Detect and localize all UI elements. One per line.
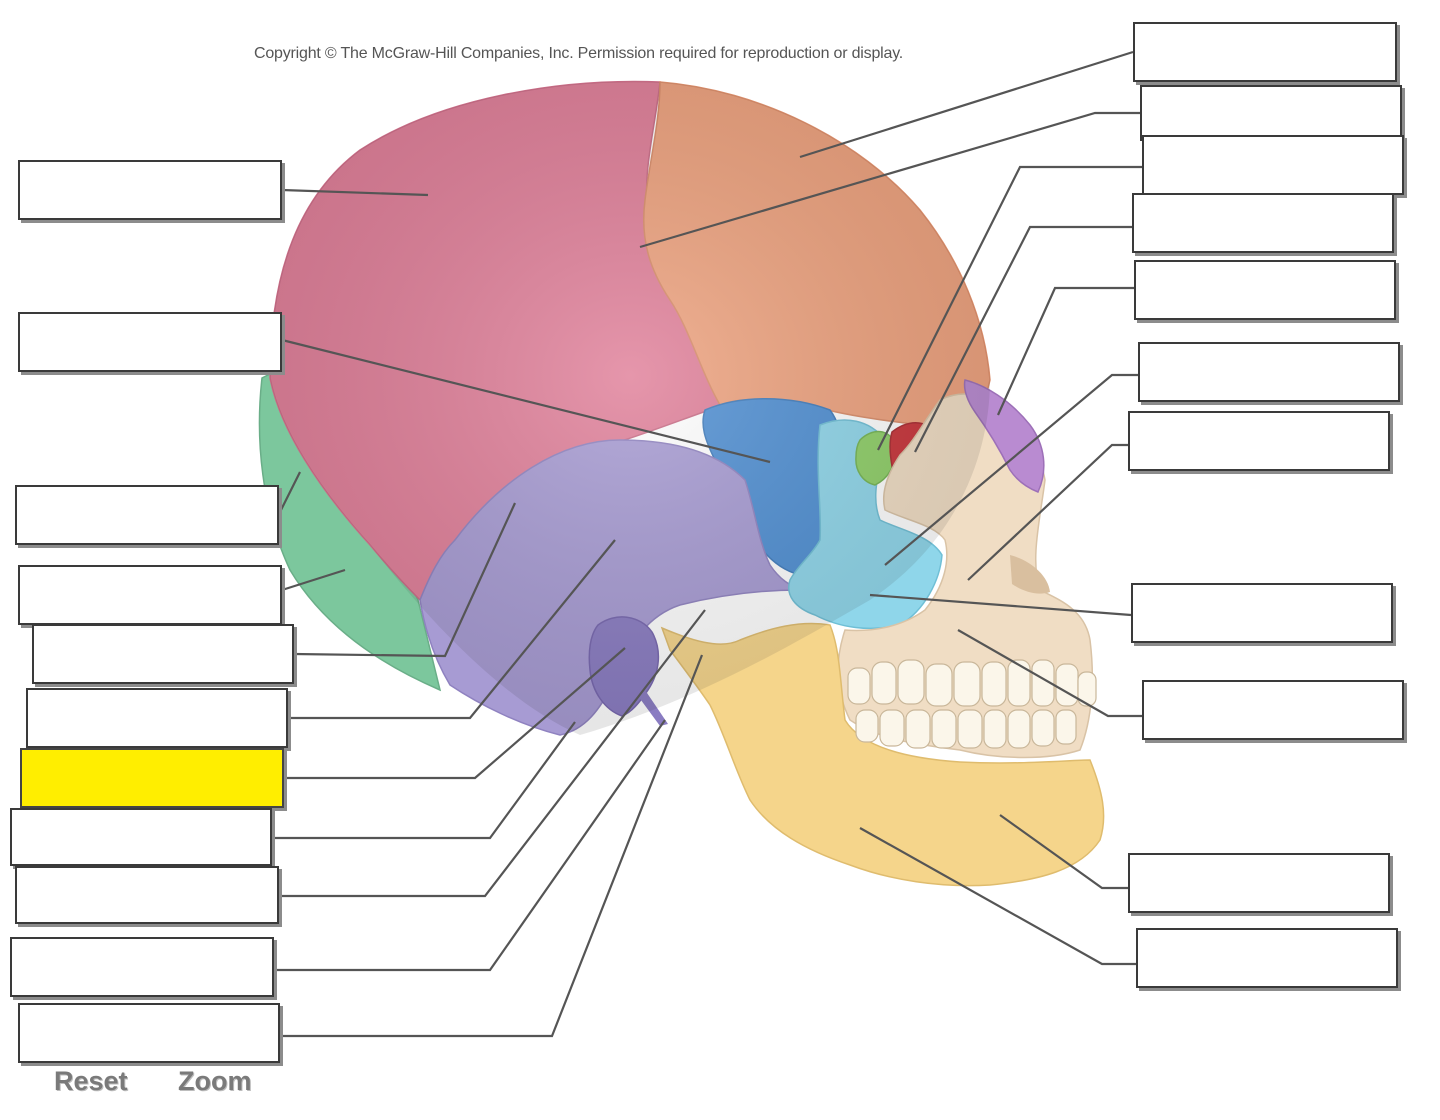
mandible: [660, 622, 1105, 887]
leader-line-13: [639, 111, 1140, 249]
leader-line-22: [859, 827, 1136, 966]
label-box-right-10[interactable]: [1128, 853, 1390, 913]
label-box-left-9[interactable]: [15, 866, 279, 924]
nasal-cavity: [1010, 555, 1050, 594]
leader-line-4: [281, 568, 346, 592]
cranium-shading: [270, 81, 990, 736]
leader-line-7: [284, 647, 626, 780]
leader-line-19: [869, 593, 1132, 617]
leader-line-5: [293, 502, 517, 658]
teeth: [847, 659, 1097, 749]
leader-line-11: [280, 654, 704, 1038]
label-box-right-6[interactable]: [1138, 342, 1400, 402]
label-box-right-1[interactable]: [1133, 22, 1397, 82]
leader-line-1: [281, 188, 429, 197]
label-box-right-4[interactable]: [1132, 193, 1394, 253]
label-box-right-9[interactable]: [1142, 680, 1404, 740]
leader-line-15: [914, 225, 1132, 453]
label-box-left-4[interactable]: [18, 565, 282, 625]
label-box-right-2[interactable]: [1140, 85, 1402, 141]
leader-line-3: [278, 471, 301, 515]
leader-line-10: [274, 719, 666, 972]
leader-line-18: [967, 443, 1128, 581]
label-box-left-1[interactable]: [18, 160, 282, 220]
leader-line-9: [279, 609, 706, 898]
label-box-left-8[interactable]: [10, 808, 272, 866]
leader-line-6: [288, 539, 616, 720]
label-box-right-8[interactable]: [1131, 583, 1393, 643]
leader-line-14: [877, 165, 1142, 451]
label-box-left-6[interactable]: [26, 688, 288, 748]
leader-line-21: [999, 814, 1128, 890]
label-box-right-7[interactable]: [1128, 411, 1390, 471]
label-box-right-3[interactable]: [1142, 135, 1404, 195]
leader-lines: [272, 50, 1142, 1038]
leader-line-17: [884, 373, 1138, 566]
leader-line-20: [957, 629, 1142, 718]
label-box-left-11[interactable]: [18, 1003, 280, 1063]
zoom-button[interactable]: Zoom: [178, 1066, 252, 1096]
label-box-right-11[interactable]: [1136, 928, 1398, 988]
label-box-left-10[interactable]: [10, 937, 274, 997]
copyright-notice: Copyright © The McGraw-Hill Companies, I…: [254, 45, 904, 62]
reset-button[interactable]: Reset: [54, 1066, 128, 1096]
label-box-left-3[interactable]: [15, 485, 279, 545]
leader-line-16: [996, 286, 1134, 416]
label-box-left-5[interactable]: [32, 624, 294, 684]
leader-line-8: [272, 721, 576, 840]
leader-line-2: [281, 338, 771, 464]
label-box-left-2[interactable]: [18, 312, 282, 372]
label-box-right-5[interactable]: [1134, 260, 1396, 320]
label-box-left-7[interactable]: [20, 748, 284, 808]
leader-line-12: [799, 50, 1134, 159]
